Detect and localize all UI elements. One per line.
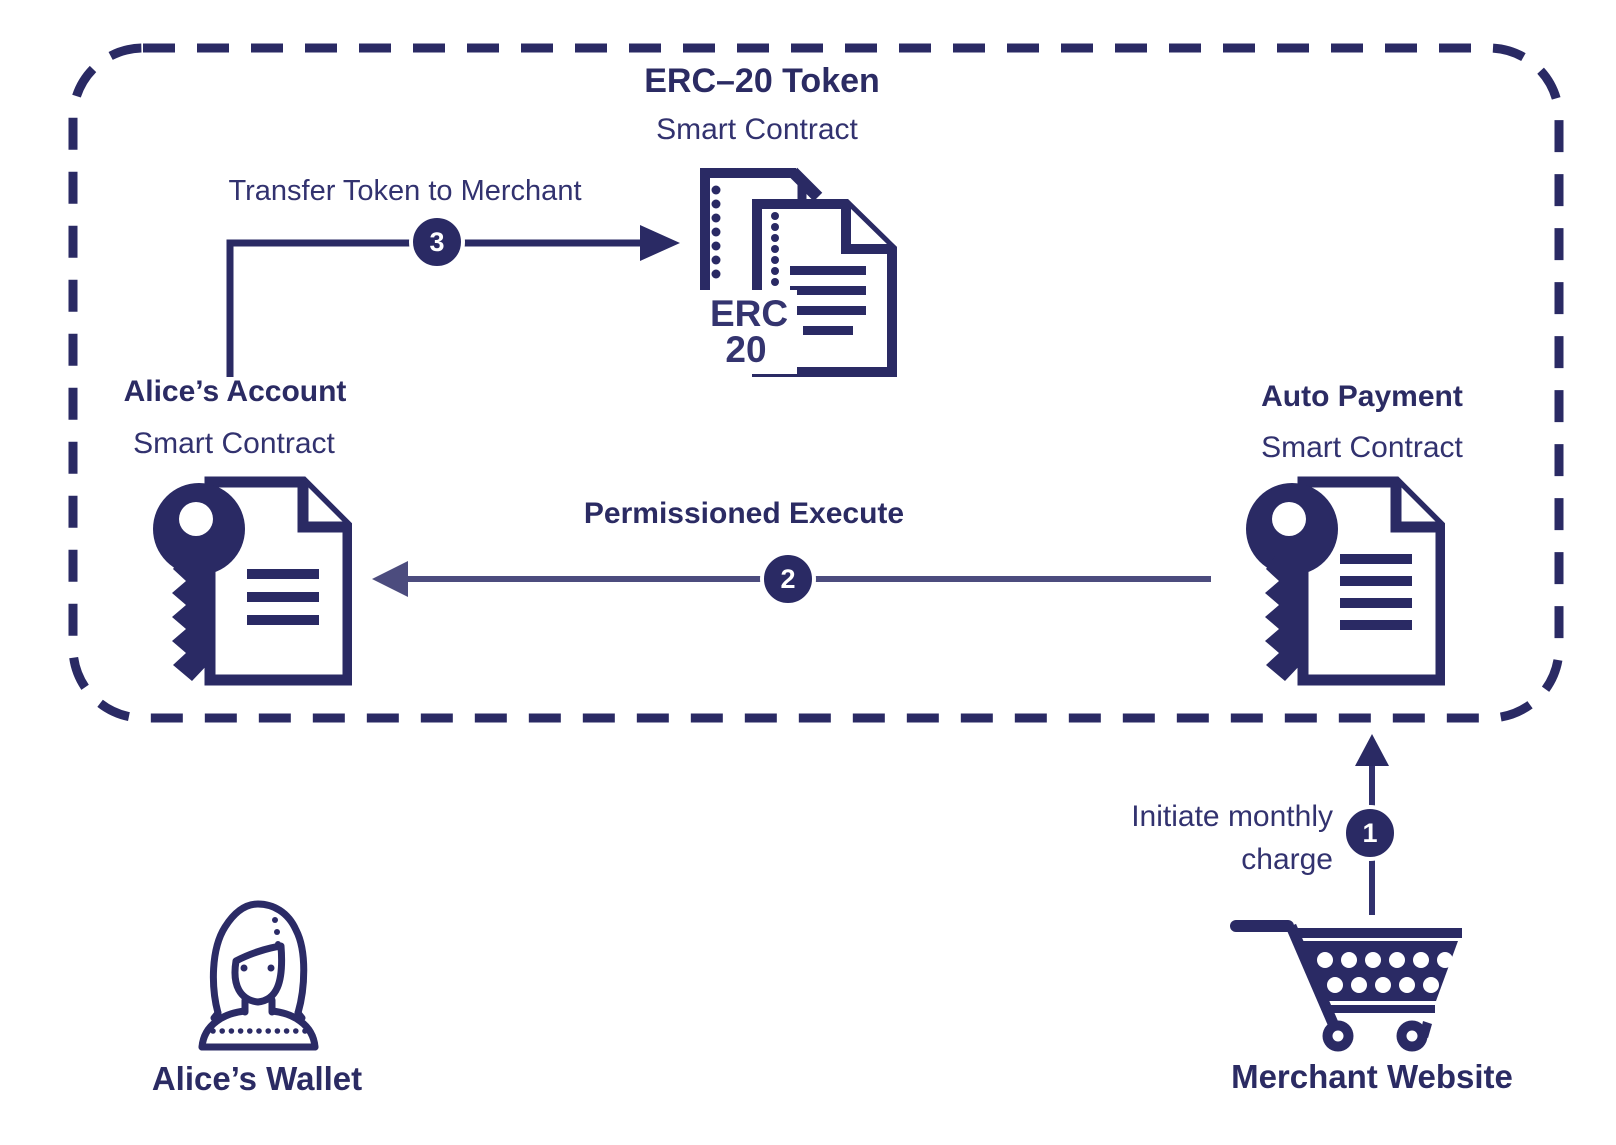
transfer-token-label: Transfer Token to Merchant	[228, 175, 582, 207]
auto-payment-subtitle: Smart Contract	[1261, 431, 1463, 464]
auto-payment-key-contract-icon	[1246, 476, 1445, 686]
face-outline	[231, 942, 286, 1006]
erc20-token-subtitle: Smart Contract	[656, 113, 858, 146]
collar-dots	[210, 1028, 308, 1034]
blockchain-boundary-dashed-border	[68, 43, 1564, 723]
initiate-charge-label: Initiate monthly charge	[1033, 795, 1333, 881]
initiate-charge-label-line1: Initiate monthly	[1131, 800, 1333, 833]
alice-wallet-label: Alice’s Wallet	[151, 1060, 363, 1097]
shoulder-left	[198, 1007, 249, 1051]
arrow-line	[226, 239, 644, 377]
merchant-cart-icon	[1230, 920, 1462, 1052]
hair-outline	[209, 900, 308, 1017]
hair-tip-right	[294, 1009, 306, 1022]
initiate-charge-label-line2: charge	[1241, 843, 1333, 876]
cart-undercarriage	[1325, 1005, 1435, 1013]
merchant-website-label: Merchant Website	[1231, 1058, 1513, 1095]
cart-frame-strut	[1285, 923, 1344, 1038]
erc20-icon-label-line1: ERC	[710, 293, 788, 334]
front-page-perforation-dots	[771, 212, 779, 286]
arrowhead-right-icon	[640, 225, 680, 261]
step-2-badge: 2	[760, 551, 816, 607]
step-3-badge: 3	[409, 214, 465, 270]
arrowhead-up-icon	[1355, 734, 1389, 766]
key-icon	[1246, 483, 1338, 681]
cart-rim	[1292, 928, 1462, 938]
alice-account-subtitle: Smart Contract	[133, 427, 335, 460]
erc20-token-title: ERC–20 Token	[644, 62, 880, 100]
hair-tip-left	[210, 1009, 222, 1022]
key-icon	[153, 483, 245, 681]
permissioned-execute-label: Permissioned Execute	[583, 497, 905, 530]
alice-account-title: Alice’s Account	[123, 375, 347, 408]
cart-handle	[1230, 920, 1294, 932]
hair-dots	[272, 917, 281, 947]
back-page	[700, 167, 823, 305]
alice-account-key-contract-icon	[153, 476, 352, 686]
step-1-badge: 1	[1342, 805, 1398, 861]
front-page-text-lines	[790, 266, 866, 335]
erc20-icon-label-line2: 20	[725, 329, 766, 370]
cart-rear-stub	[1420, 1021, 1432, 1038]
document-text-lines	[247, 569, 319, 625]
alice-wallet-person-icon	[198, 900, 319, 1051]
erc20-label-backdrop	[698, 290, 797, 374]
arrow-transfer-token-to-merchant	[226, 225, 680, 377]
erc20-contract-document-icon: ERC 20	[698, 167, 897, 377]
shoulder-right	[268, 1007, 319, 1051]
cart-basket-dots	[1317, 952, 1453, 1042]
auto-payment-title: Auto Payment	[1261, 380, 1463, 413]
document-text-lines	[1340, 554, 1412, 630]
back-page-perforation-dots	[711, 185, 721, 279]
face-eyes	[240, 964, 275, 972]
arrowhead-left-icon	[372, 561, 408, 597]
